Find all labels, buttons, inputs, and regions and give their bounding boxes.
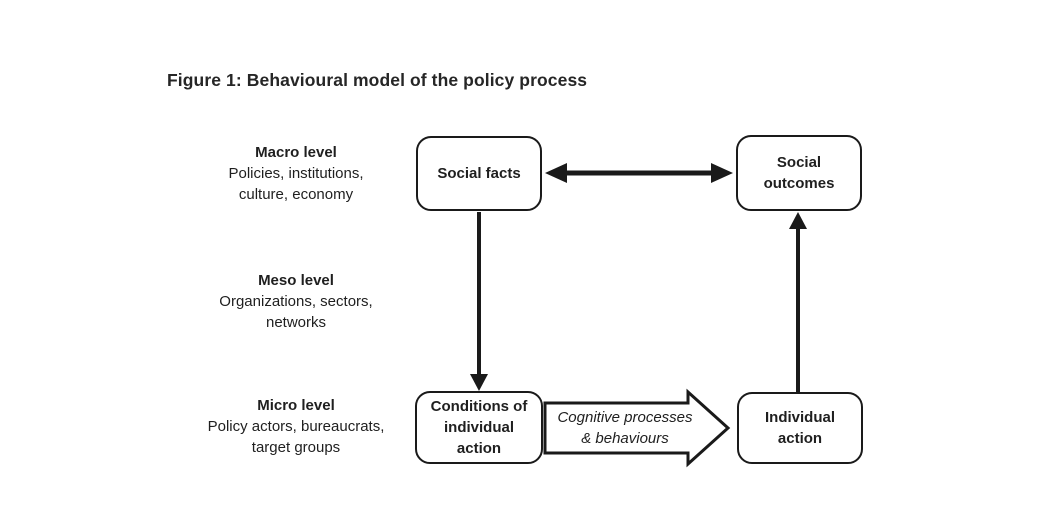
block-arrow-label-line2: & behaviours [581,430,669,447]
block-arrow [543,388,731,468]
micro-level-line1: Policy actors, bureaucrats, [207,418,385,435]
meso-level-line1: Organizations, sectors, [219,293,373,310]
box-social-facts: Social facts [416,136,542,211]
figure-title: Figure 1: Behavioural model of the polic… [167,70,588,90]
block-arrow-label-line1: Cognitive processes [557,409,693,426]
conditions-label-line1: Conditions of [430,398,528,415]
box-conditions-of-individual-action: Conditions of individual action [415,391,543,464]
macro-level-heading: Macro level [255,144,337,161]
individual-action-label-line2: action [777,430,823,447]
micro-level-line2: target groups [251,439,341,456]
double-arrow-facts-outcomes [545,163,733,183]
individual-action-label-line1: Individual [764,409,835,426]
conditions-label-line2: individual [443,419,514,436]
social-outcomes-label-line1: Social [776,154,822,171]
conditions-label-line3: action [456,440,502,457]
micro-level-heading: Micro level [257,397,335,414]
label-macro-level: Macro level Policies, institutions, cult… [166,142,426,205]
label-meso-level: Meso level Organizations, sectors, netwo… [166,270,426,333]
social-facts-label: Social facts [437,165,521,182]
meso-level-heading: Meso level [258,272,334,289]
label-micro-level: Micro level Policy actors, bureaucrats, … [166,395,426,458]
social-outcomes-label-line2: outcomes [763,175,835,192]
macro-level-line1: Policies, institutions, [228,165,364,182]
meso-level-line2: networks [265,314,327,331]
box-individual-action: Individual action [737,392,863,464]
box-social-outcomes: Social outcomes [736,135,862,211]
macro-level-line2: culture, economy [238,186,354,203]
up-arrow-action-outcomes [789,212,807,392]
block-arrow-label: Cognitive processes & behaviours [543,407,707,449]
down-arrow-facts-conditions [470,212,488,391]
